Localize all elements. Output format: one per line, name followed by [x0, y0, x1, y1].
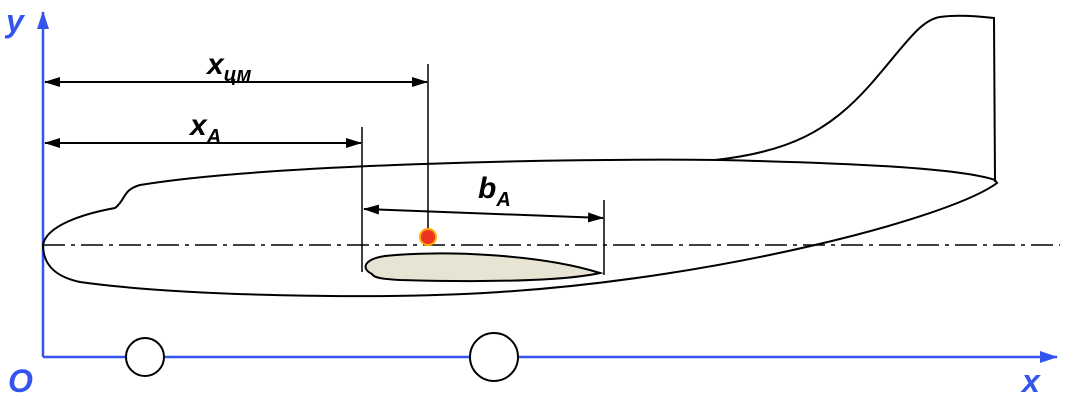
b-a-label-main: b: [478, 172, 496, 205]
y-axis-label: y: [4, 3, 26, 39]
x-cm-label-sub: цм: [224, 64, 252, 86]
origin-label: O: [8, 363, 33, 398]
x-a-label: xA: [188, 109, 221, 148]
b-a-dimension-arrow: [363, 204, 604, 223]
front-wheel: [125, 337, 165, 377]
x-cm-label-main: x: [205, 48, 225, 81]
center-of-mass-point: [419, 228, 437, 246]
x-cm-label: xцм: [205, 48, 252, 86]
wing-profile: [364, 252, 604, 283]
x-a-label-main: x: [188, 109, 208, 142]
x-a-label-sub: A: [206, 126, 221, 148]
b-a-label-sub: A: [495, 189, 510, 211]
b-a-label: bA: [478, 172, 511, 211]
fuselage-outline: [41, 158, 999, 298]
main-wheel: [469, 332, 519, 382]
x-axis-label: x: [1020, 363, 1041, 398]
vertical-tail: [714, 14, 996, 183]
